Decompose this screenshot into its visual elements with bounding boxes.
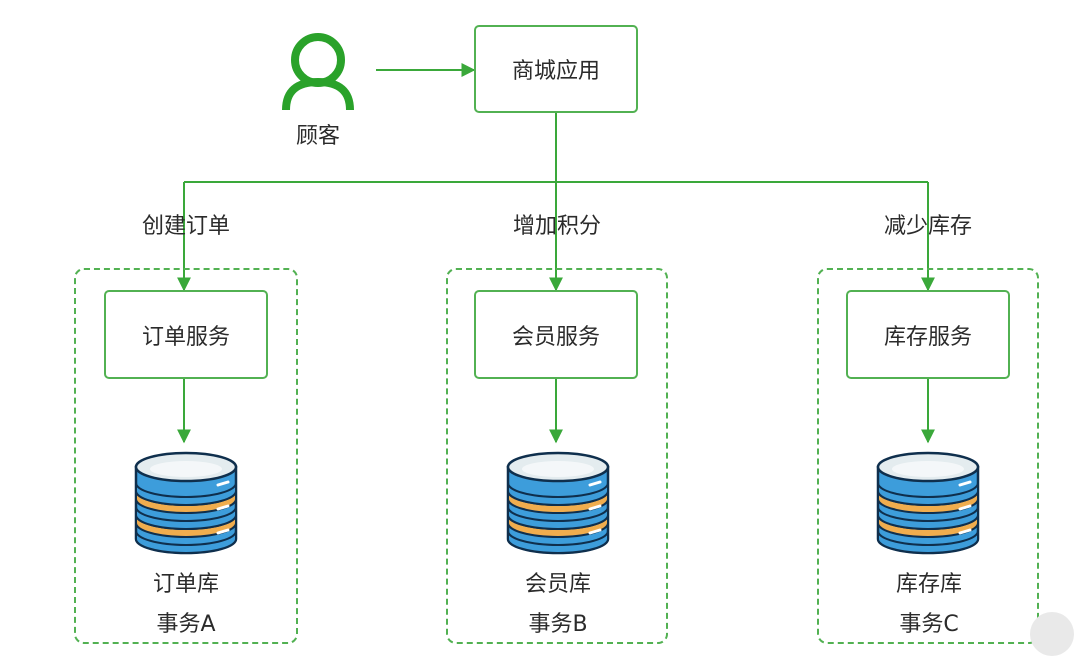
member-db-label: 会员库 [524, 572, 592, 597]
order-db-icon [134, 451, 238, 555]
transaction-b-label: 事务B [528, 612, 588, 637]
member-service-label: 会员服务 [511, 324, 600, 350]
app-label: 商城应用 [511, 59, 600, 84]
scroll-button[interactable] [1030, 612, 1074, 656]
member-service-box: 会员服务 [474, 290, 638, 379]
person-icon [282, 33, 354, 111]
stock-service-box: 库存服务 [846, 290, 1010, 379]
transaction-c-label: 事务C [899, 612, 959, 637]
order-service-box: 订单服务 [104, 290, 268, 379]
stock-db-label: 库存库 [895, 572, 963, 597]
action-label-reduce-stock: 减少库存 [883, 214, 973, 239]
transaction-group-a [74, 268, 298, 644]
member-db-icon [506, 451, 610, 555]
transaction-group-c [817, 268, 1039, 644]
stock-db-icon [876, 451, 980, 555]
action-label-add-points: 增加积分 [512, 214, 602, 239]
customer-label: 顾客 [295, 124, 341, 149]
transaction-group-b [446, 268, 668, 644]
order-service-label: 订单服务 [141, 324, 230, 350]
order-db-label: 订单库 [152, 572, 220, 597]
app-box: 商城应用 [474, 25, 638, 113]
stock-service-label: 库存服务 [883, 324, 972, 350]
transaction-a-label: 事务A [156, 612, 216, 637]
action-label-create-order: 创建订单 [141, 214, 231, 239]
